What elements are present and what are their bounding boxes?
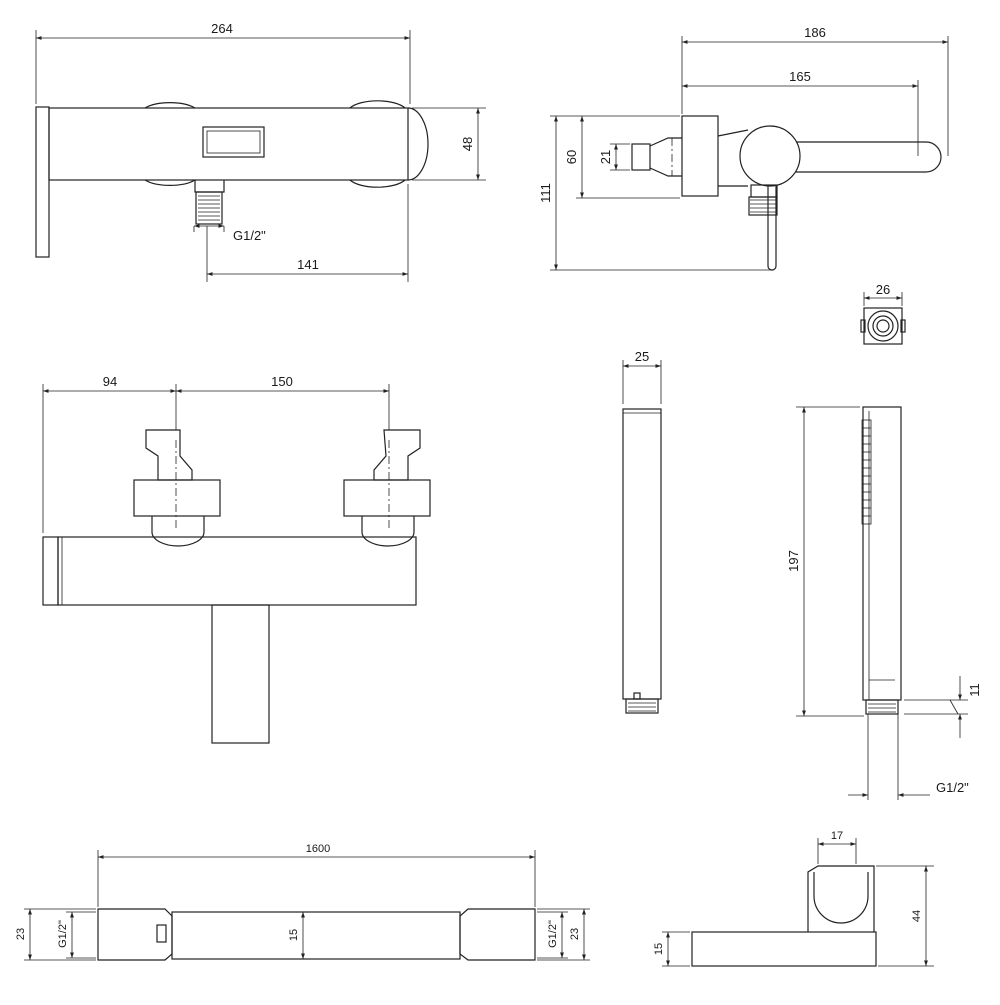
spray-nozzles [861,419,872,525]
handshower-side [796,292,968,800]
side-thread-hatching [750,199,776,213]
front-elevation [42,384,431,744]
dim-handshower-25: 25 [635,349,649,364]
thread-label-handshower: G1/2" [936,780,969,795]
hose-view [24,850,590,961]
dim-offset-94: 94 [103,374,117,389]
handshower-head-topview [860,292,906,345]
dim-thread-11: 11 [967,683,982,697]
dim-length-197: 197 [786,550,801,572]
dim-spout-21: 21 [598,150,613,164]
dim-holder-base-15: 15 [653,943,665,955]
thread-label-hose-left: G1/2" [57,920,69,948]
top-view [35,30,486,282]
dim-hose-end-23-left: 23 [15,928,27,940]
dim-hose-body-15: 15 [288,929,300,941]
dim-depth-186: 186 [804,25,826,40]
dim-height-48: 48 [460,137,475,151]
holder-view [662,838,934,967]
handshower-front [622,360,662,714]
handshower-thread-hatching [628,702,656,712]
dim-height-111: 111 [538,183,553,203]
handshower-side-thread [868,703,896,713]
dim-width-264: 264 [211,21,233,36]
dim-hose-end-23-right: 23 [569,928,581,940]
dim-holder-44: 44 [911,910,923,922]
thread-label-top: G1/2" [233,228,266,243]
dim-centers-150: 150 [271,374,293,389]
dim-inlet-141: 141 [297,257,319,272]
inlet-thread-hatching [198,195,220,221]
thread-label-hose-right: G1/2" [547,920,559,948]
dim-head-26: 26 [876,282,890,297]
dim-flange-60: 60 [564,150,579,164]
side-view [550,36,949,271]
dim-holder-17: 17 [831,830,843,842]
dim-depth-165: 165 [789,69,811,84]
dim-hose-1600: 1600 [306,843,330,855]
